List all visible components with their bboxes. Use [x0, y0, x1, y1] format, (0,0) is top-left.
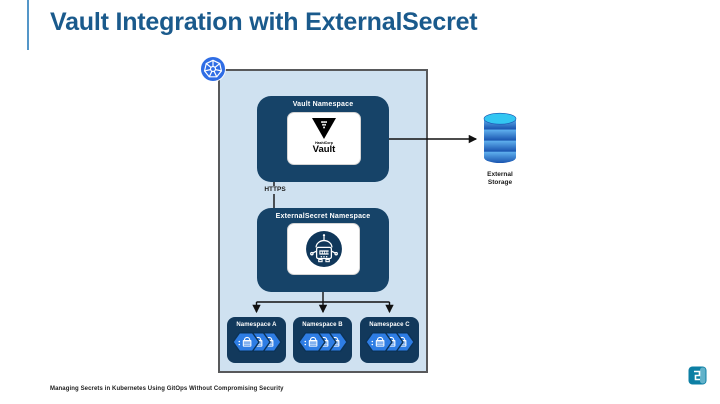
vault-namespace-label: Vault Namespace [292, 101, 354, 108]
namespace-c-label: Namespace C [369, 322, 410, 328]
brand-logo [688, 366, 707, 385]
vault-icon [312, 118, 336, 139]
vault-product-label: Vault [312, 144, 336, 155]
namespace-a-label: Namespace A [236, 322, 277, 328]
namespace-b-box: Namespace B [293, 317, 352, 363]
namespace-b-label: Namespace B [302, 322, 343, 328]
externalsecret-namespace-label: ExternalSecret Namespace [275, 213, 371, 220]
secrets-icons-a [231, 332, 282, 352]
secrets-icons-b [297, 332, 348, 352]
vault-namespace-box: Vault Namespace HashiCorp Vault [257, 96, 389, 182]
namespace-a-box: Namespace A [227, 317, 286, 363]
https-connection-label: HTTPS [259, 186, 291, 194]
footer-text: Managing Secrets in Kubernetes Using Git… [50, 386, 284, 392]
title-accent-bar [27, 0, 29, 50]
externalsecret-pod-box [287, 223, 360, 275]
namespace-c-box: Namespace C [360, 317, 419, 363]
kubernetes-icon [200, 56, 226, 82]
external-secrets-robot-icon [305, 231, 342, 267]
externalsecret-namespace-box: ExternalSecret Namespace [257, 208, 389, 292]
page-title: Vault Integration with ExternalSecret [50, 8, 478, 36]
secrets-icons-c [364, 332, 415, 352]
database-cylinder-icon [483, 112, 517, 163]
external-storage: External Storage [482, 112, 518, 187]
vault-pod-box: HashiCorp Vault [287, 112, 361, 165]
hashicorp-brand-label: HashiCorp [315, 141, 333, 145]
external-storage-label: External Storage [487, 171, 513, 187]
